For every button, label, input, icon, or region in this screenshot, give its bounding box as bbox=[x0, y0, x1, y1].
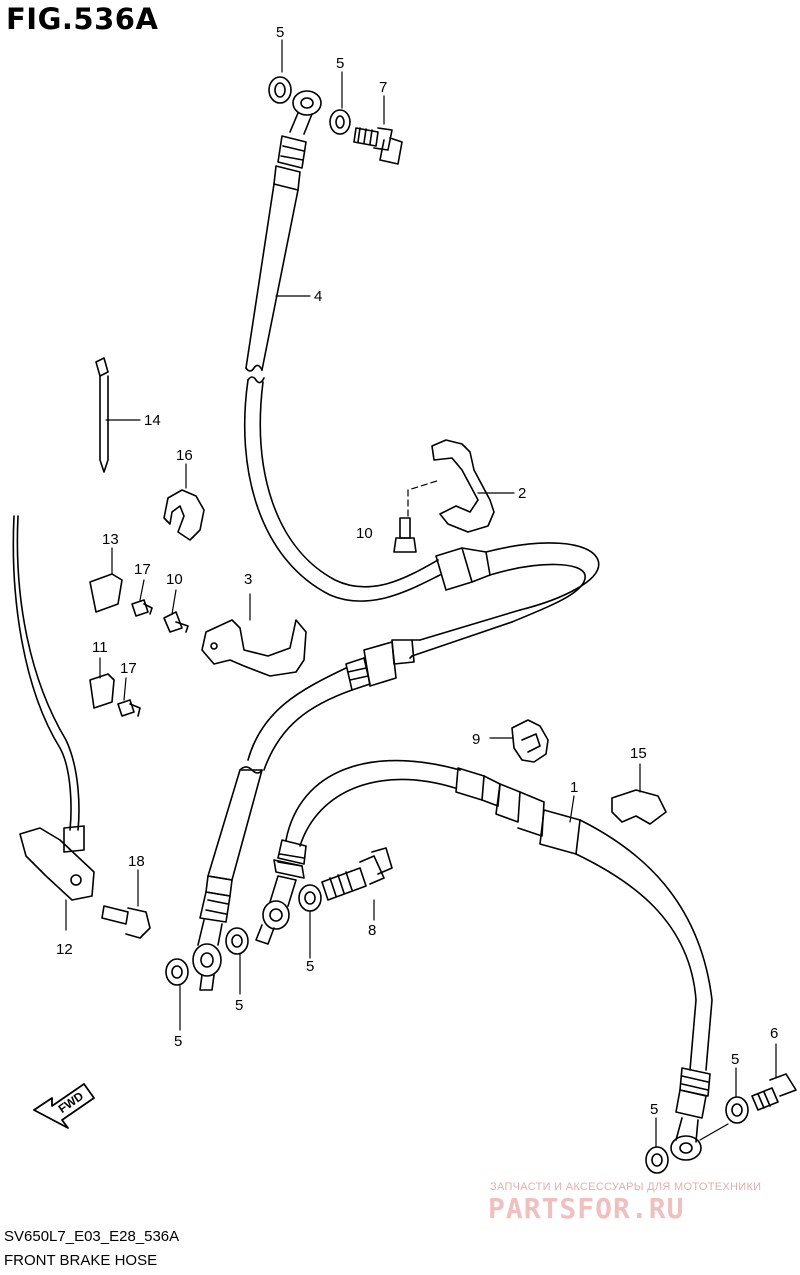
bracket-2 bbox=[431, 439, 495, 533]
speed-sensor-12 bbox=[12, 515, 95, 901]
callout-18: 18 bbox=[128, 853, 145, 870]
callouts: 5 5 7 4 14 16 2 10 13 3 17 10 11 17 9 15… bbox=[56, 24, 778, 1118]
fwd-arrow-icon: FWD bbox=[33, 1083, 95, 1129]
figure-code: SV650L7_E03_E28_536A bbox=[4, 1228, 180, 1245]
callout-14: 14 bbox=[144, 412, 161, 429]
banjo-top bbox=[292, 90, 322, 116]
callout-4: 4 bbox=[314, 288, 322, 305]
callout-7: 7 bbox=[379, 79, 387, 96]
union-bolt-7 bbox=[353, 127, 403, 165]
union-bolt-6 bbox=[751, 1073, 797, 1111]
callout-17a: 17 bbox=[134, 561, 151, 578]
banjo-middle bbox=[262, 900, 290, 930]
figure-name: FRONT BRAKE HOSE bbox=[4, 1252, 158, 1269]
callout-10a: 10 bbox=[356, 525, 373, 542]
callout-2: 2 bbox=[518, 485, 526, 502]
clamp-15 bbox=[611, 789, 667, 825]
callout-8: 8 bbox=[368, 922, 376, 939]
bolt-18 bbox=[101, 905, 151, 939]
callout-13: 13 bbox=[102, 531, 119, 548]
bracket-3 bbox=[201, 619, 307, 677]
figure-title: FIG.536A bbox=[6, 2, 159, 36]
bolt-10b bbox=[393, 517, 417, 553]
callout-5c: 5 bbox=[306, 958, 314, 975]
callout-17b: 17 bbox=[120, 660, 137, 677]
clamp-9 bbox=[511, 719, 549, 763]
washers bbox=[165, 109, 749, 1174]
bolt-10a bbox=[163, 611, 189, 633]
callout-5g: 5 bbox=[650, 1101, 658, 1118]
watermark-tagline: ЗАПЧАСТИ И АКСЕССУАРЫ ДЛЯ МОТОТЕХНИКИ bbox=[490, 1181, 762, 1193]
banjo-right bbox=[670, 1135, 702, 1161]
union-bolt-8 bbox=[321, 847, 393, 901]
callout-5d: 5 bbox=[235, 997, 243, 1014]
callout-5a: 5 bbox=[276, 24, 284, 41]
fwd-label: FWD bbox=[56, 1089, 87, 1116]
callout-16: 16 bbox=[176, 447, 193, 464]
banjo-left bbox=[192, 943, 222, 977]
callout-15: 15 bbox=[630, 745, 647, 762]
callout-1: 1 bbox=[570, 779, 578, 796]
callout-5e: 5 bbox=[174, 1033, 182, 1050]
callout-5f: 5 bbox=[731, 1051, 739, 1068]
washer-top-a bbox=[268, 76, 292, 104]
clamp-16 bbox=[163, 489, 205, 541]
bolt-17a bbox=[131, 599, 153, 617]
upper-brake-hose bbox=[192, 76, 600, 991]
plate-11 bbox=[89, 673, 115, 709]
callout-5b: 5 bbox=[336, 55, 344, 72]
watermark-logo: PARTSFOR.RU bbox=[488, 1192, 685, 1225]
callout-9: 9 bbox=[472, 731, 480, 748]
cable-tie-14 bbox=[95, 357, 109, 473]
callout-12: 12 bbox=[56, 941, 73, 958]
lower-brake-hose bbox=[255, 759, 713, 1161]
callout-10b: 10 bbox=[166, 571, 183, 588]
callout-3: 3 bbox=[244, 571, 252, 588]
bolt-17b bbox=[117, 699, 141, 717]
callout-11: 11 bbox=[92, 639, 108, 656]
callout-6: 6 bbox=[770, 1025, 778, 1042]
plate-13 bbox=[89, 573, 123, 613]
leader-lines bbox=[65, 39, 777, 1147]
